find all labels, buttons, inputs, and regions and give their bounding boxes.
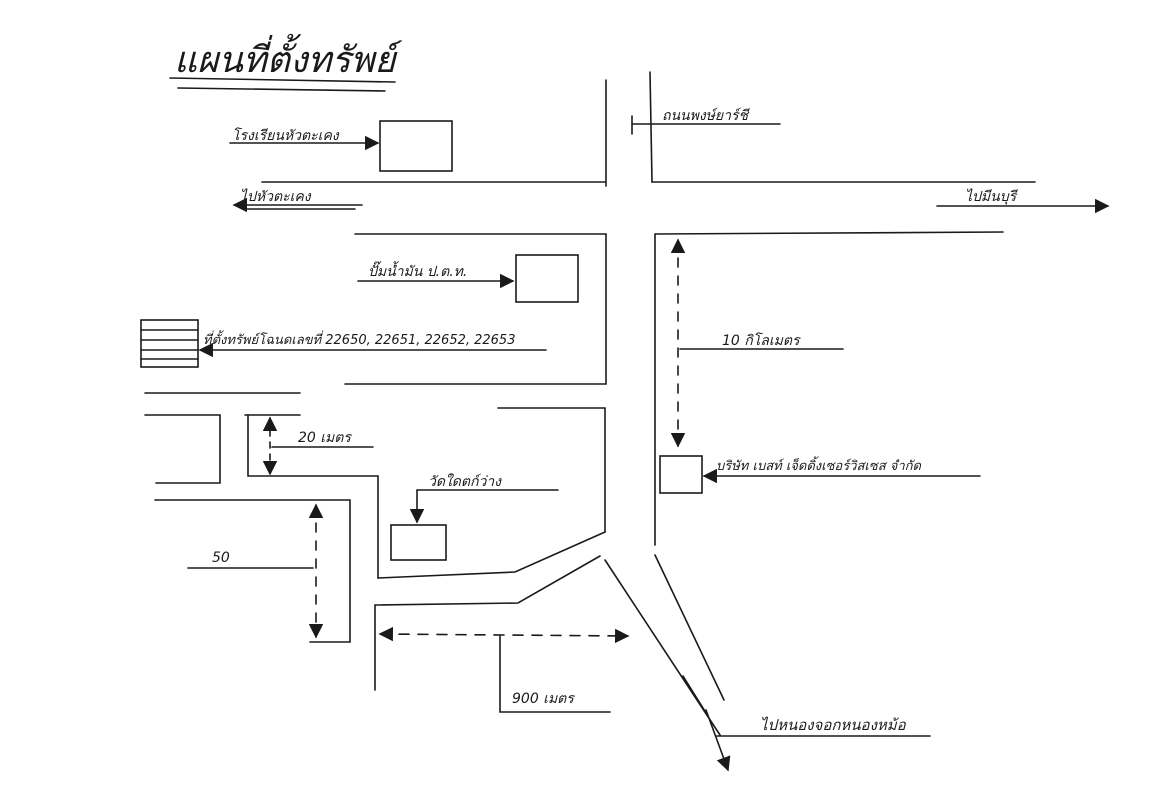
road-edge [654,231,1004,235]
shophouses-label: ที่ตั้งทรัพย์โฉนดเลขที่ 22650, 22651, 22… [203,330,515,348]
school-label: โรงเรียนหัวตะเคง [232,127,340,144]
gas-station-label: ปั๊มน้ำมัน ป.ต.ท. [368,261,467,280]
temple-label: วัดใดตก์ว่าง [428,473,502,490]
dist-50-label: 50 [212,550,230,566]
road-edge [654,554,725,701]
map-title: แผนที่ตั้งทรัพย์ [174,33,402,81]
dist-900m-label: 900 เมตร [512,691,575,707]
school-building [379,120,453,172]
road-edge [247,414,379,579]
temple-building [390,524,447,561]
dist-10km-label: 10 กิโลเมตร [722,332,801,349]
road-edge [377,531,606,579]
title-underline [169,77,396,83]
to-hua-takhe-label: ไปหัวตะเคง [240,188,312,205]
dist-20m-label: 20 เมตร [298,430,352,446]
road-edge [144,414,221,484]
property-shophouses [140,319,199,368]
dist-900m-dim [378,626,630,644]
gas-station-building [515,254,579,303]
to-min-buri-label: ไปมีนบุรี [965,188,1018,205]
road-edge [344,233,607,385]
to-nong-chok-label: ไปหนองจอกหนองหม้อ [760,716,907,734]
highway-road-label: ถนนพงษ์ยาร์ชี [662,107,750,124]
road-edge [154,499,351,643]
company-label: บริษัท เบสท์ เจ็ดดิ้งเซอร์วิสเซส จำกัด [716,456,922,474]
title-underline-2 [177,87,386,92]
road-edge [374,555,601,606]
to-nong-chok-arrow [705,709,731,772]
road-edge [649,71,653,183]
company-building [659,455,703,494]
road-edge [682,675,709,717]
dist-900m-leader [499,635,611,713]
